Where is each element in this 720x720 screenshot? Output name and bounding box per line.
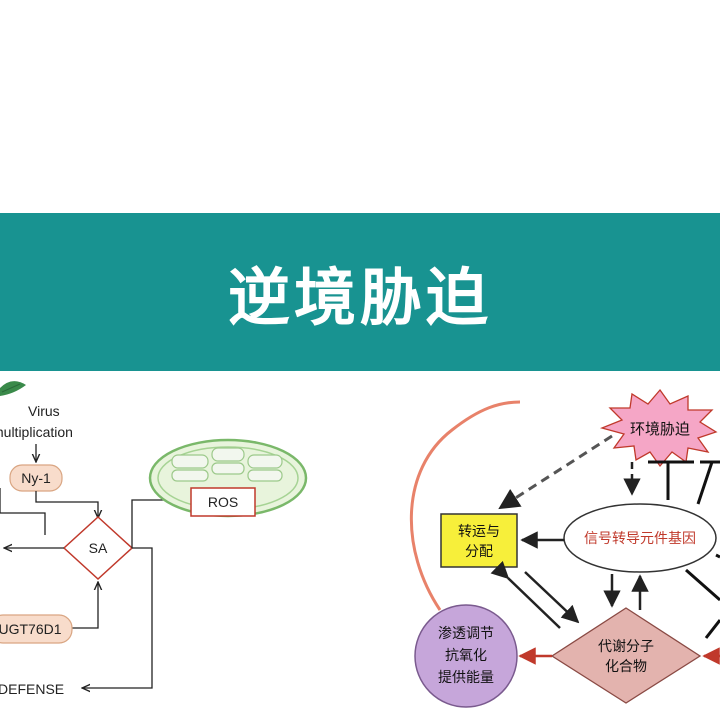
metabolite-label-1: 代谢分子 (598, 639, 654, 655)
multiplication-label: multiplication (0, 424, 73, 440)
stress-burst (599, 388, 718, 468)
left-pathway-diagram: Virus multiplication Ny-1 SA UGT76D1 DEF… (0, 381, 308, 697)
metabolite-node (550, 607, 702, 704)
metabolite-label-2: 化合物 (605, 659, 647, 675)
osmotic-node (414, 604, 518, 708)
right-stress-diagram: 环境胁迫 转运与 分配 信号转导元件基因 代谢分子 化合物 (409, 388, 720, 708)
leaf-icon (0, 381, 26, 396)
ny1-label: Ny-1 (21, 470, 51, 486)
osmotic-label-2: 抗氧化 (445, 648, 487, 664)
ros-label: ROS (208, 494, 238, 510)
defense-label: DEFENSE (0, 681, 64, 697)
ugt76d1-label: UGT76D1 (0, 621, 62, 637)
banner-title: 逆境胁迫 (227, 261, 492, 334)
sa-label: SA (89, 540, 108, 556)
osmotic-label-3: 提供能量 (438, 670, 494, 686)
ugt76d1-node (0, 614, 73, 644)
osmotic-label-1: 渗透调节 (438, 626, 494, 642)
ros-node (190, 487, 256, 517)
signal-label: 信号转导元件基因 (584, 530, 696, 547)
transport-node (440, 513, 518, 568)
signal-node (563, 503, 717, 573)
sa-node (62, 515, 134, 581)
title-banner (0, 213, 720, 371)
stress-label: 环境胁迫 (630, 420, 690, 438)
transport-label-2: 分配 (465, 544, 493, 560)
transport-label-1: 转运与 (458, 524, 500, 540)
chloroplast-icon (148, 438, 308, 518)
virus-label: Virus (28, 403, 60, 419)
